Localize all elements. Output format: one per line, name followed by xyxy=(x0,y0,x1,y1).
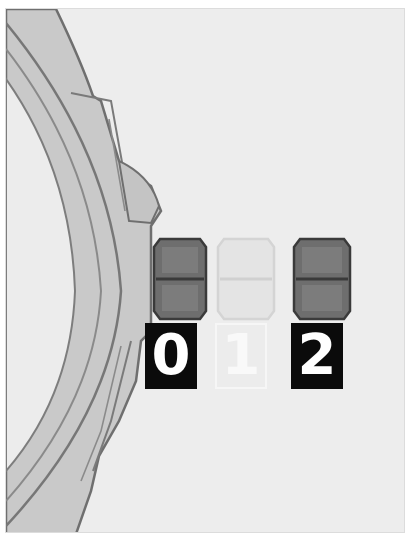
position-1-label: 1 xyxy=(215,323,267,389)
illustration-panel xyxy=(5,8,405,533)
crown-ghost-icon xyxy=(216,237,276,321)
crown-icon xyxy=(152,237,208,321)
position-2-label: 2 xyxy=(291,323,343,389)
crown-extended-icon xyxy=(292,237,352,321)
position-0-label: 0 xyxy=(145,323,197,389)
watch-case-icon xyxy=(6,9,163,532)
